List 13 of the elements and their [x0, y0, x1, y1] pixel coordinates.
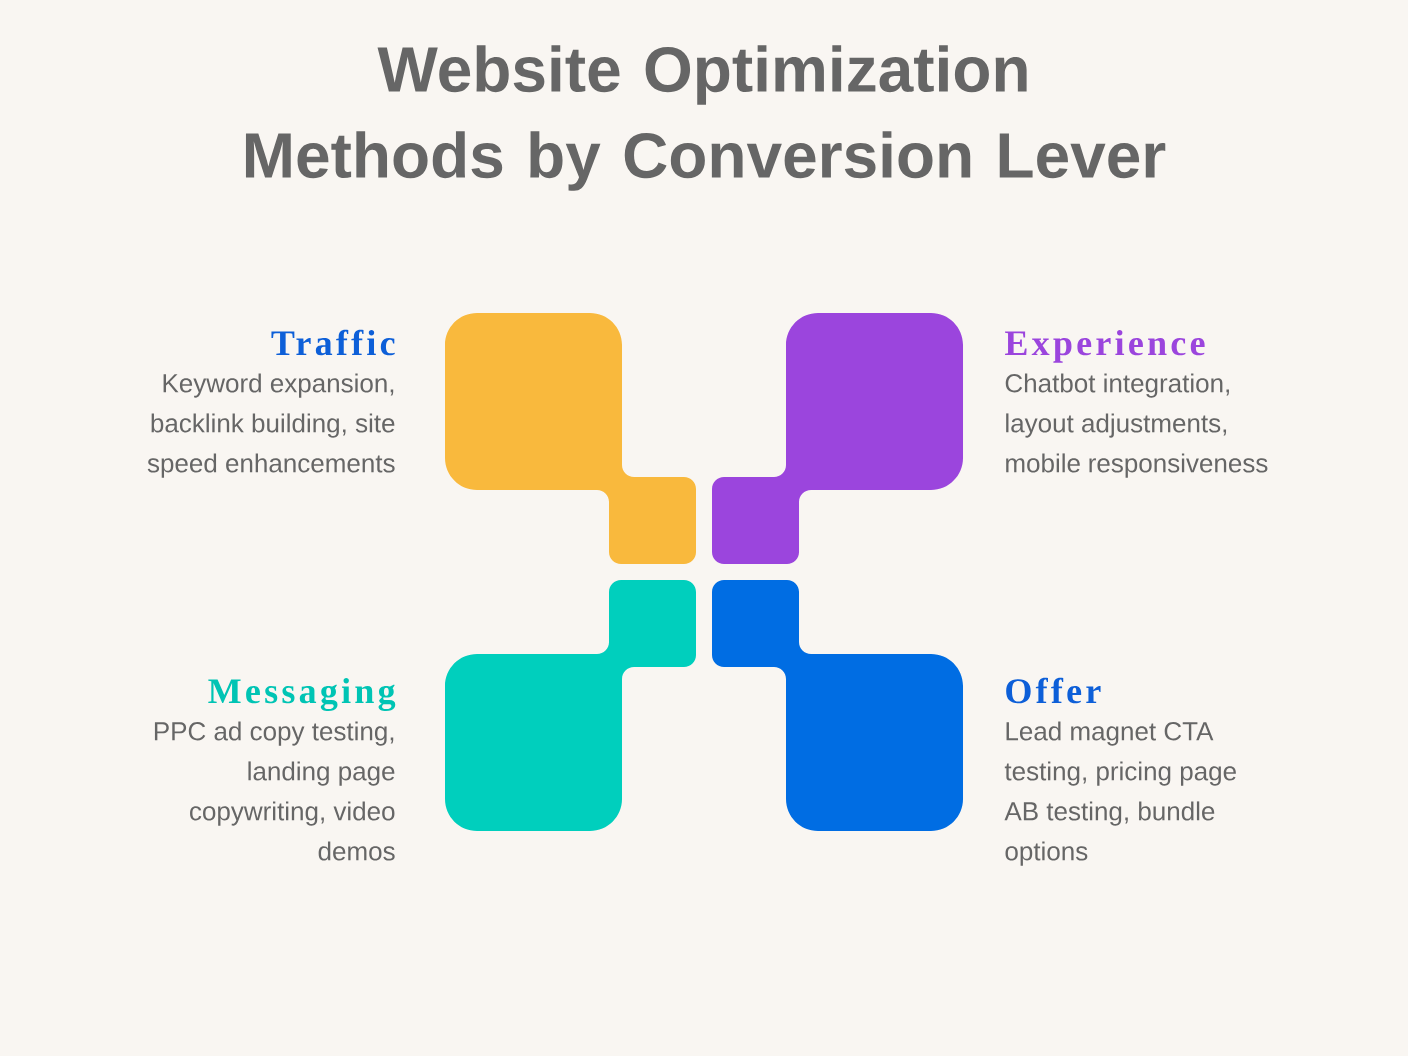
quadrant-heading: Offer	[1006, 677, 1101, 704]
description-text: Keyword expansion, backlink building, site speed enhancements	[147, 373, 395, 478]
quadrant-heading: Traffic	[271, 329, 395, 356]
quadrant-heading: Messaging	[208, 678, 396, 711]
tile-shape	[445, 580, 696, 831]
tile-shape	[712, 580, 963, 831]
tile-shape	[712, 313, 963, 564]
tile-shape	[445, 313, 696, 564]
description-text: Lead magnet CTA testing, pricing page AB testing, bundle options	[1004, 721, 1236, 866]
title: Website Optimization Methods by Conversion Lever	[245, 45, 1166, 191]
quadrant-heading: Experience	[1005, 330, 1205, 363]
description-text: PPC ad copy testing, landing page copywriting, video demos	[154, 721, 395, 861]
description-text: Chatbot integration, layout adjustments, mobile responsiveness	[1005, 373, 1268, 478]
